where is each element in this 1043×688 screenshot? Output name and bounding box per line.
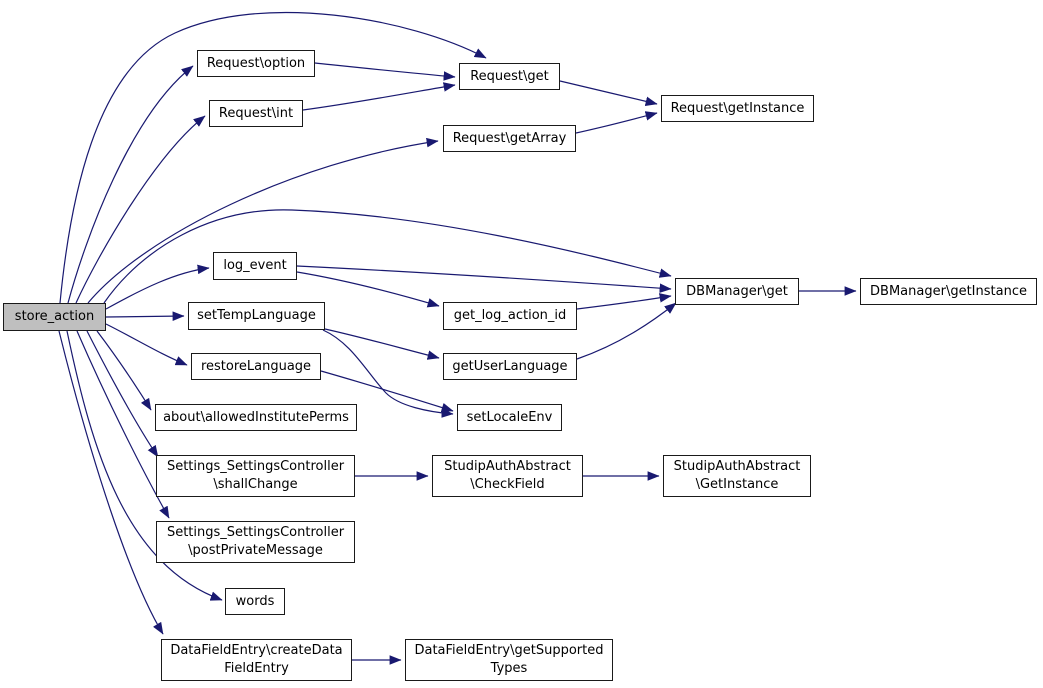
node-label: DBManager\getInstance: [870, 283, 1027, 299]
edge-request_get-request_getinstance: [559, 80, 658, 106]
node-label: StudipAuthAbstract \GetInstance: [673, 459, 801, 492]
node-studipauth-checkfield[interactable]: StudipAuthAbstract \CheckField: [432, 455, 583, 497]
node-studipauth-getinstance[interactable]: StudipAuthAbstract \GetInstance: [663, 455, 811, 497]
edge-store_action-request_getarray: [87, 137, 439, 304]
node-label: restoreLanguage: [200, 358, 312, 374]
node-log-event[interactable]: log_event: [213, 252, 297, 280]
edge-getuserlanguage-dbmanager_get: [576, 302, 677, 360]
node-label: about\allowedInstitutePerms: [163, 409, 349, 425]
node-request-int[interactable]: Request\int: [209, 100, 303, 127]
edge-store_action-log_event: [105, 264, 210, 310]
node-label: get_log_action_id: [453, 308, 567, 324]
edge-store_action-about_allowedinstituteperms: [96, 330, 152, 411]
node-request-getarray[interactable]: Request\getArray: [443, 125, 576, 152]
edge-store_action-settemplanguage: [105, 311, 185, 321]
node-label: store_action: [14, 309, 95, 325]
node-request-get[interactable]: Request\get: [459, 63, 560, 90]
node-label: DBManager\get: [686, 283, 788, 299]
node-label: words: [235, 593, 275, 609]
node-setlocaleenv[interactable]: setLocaleEnv: [457, 404, 562, 431]
node-request-option[interactable]: Request\option: [197, 50, 315, 77]
node-label: Request\get: [470, 68, 549, 84]
node-label: Settings_SettingsController \shallChange: [166, 459, 345, 492]
node-label: Request\getInstance: [670, 100, 805, 116]
node-label: DataFieldEntry\createData FieldEntry: [170, 643, 343, 676]
edge-store_action-dbmanager_get: [103, 209, 672, 304]
node-settings-postprivatemessage[interactable]: Settings_SettingsController \postPrivate…: [156, 521, 355, 563]
edge-settemplanguage-getuserlanguage: [324, 328, 440, 360]
edge-request_int-request_get: [302, 82, 456, 111]
edge-restorelanguage-setlocaleenv: [320, 370, 454, 413]
node-label: Settings_SettingsController \postPrivate…: [166, 525, 345, 558]
node-label: log_event: [223, 258, 287, 274]
node-words[interactable]: words: [225, 588, 285, 615]
node-label: setTempLanguage: [197, 308, 316, 324]
edge-store_action-words: [66, 330, 223, 601]
node-getuserlanguage[interactable]: getUserLanguage: [443, 353, 577, 380]
node-label: Request\getArray: [452, 130, 567, 146]
edge-get_log_action_id-dbmanager_get: [576, 293, 672, 310]
node-label: Request\option: [206, 55, 306, 71]
node-label: setLocaleEnv: [466, 409, 553, 425]
node-settemplanguage[interactable]: setTempLanguage: [188, 302, 325, 330]
node-request-getinstance[interactable]: Request\getInstance: [661, 95, 814, 122]
edge-store_action-request_option: [67, 65, 194, 304]
node-dbmanager-get[interactable]: DBManager\get: [675, 278, 799, 305]
edge-settemplanguage-setlocaleenv: [322, 329, 454, 418]
edge-store_action-request_int: [75, 115, 206, 304]
edge-store_action-restorelanguage: [105, 323, 188, 366]
node-get-log-action-id[interactable]: get_log_action_id: [443, 302, 577, 330]
edge-request_getarray-request_getinstance: [575, 111, 658, 134]
node-restorelanguage[interactable]: restoreLanguage: [191, 353, 321, 380]
node-about-allowedinstituteperms[interactable]: about\allowedInstitutePerms: [155, 404, 357, 431]
node-label: StudipAuthAbstract \CheckField: [444, 459, 571, 492]
edge-request_option-request_get: [314, 62, 456, 81]
edge-store_action-settings_shallchange: [86, 330, 159, 458]
node-store-action[interactable]: store_action: [3, 303, 106, 331]
node-datafieldentry-createdatafieldentry[interactable]: DataFieldEntry\createData FieldEntry: [161, 639, 352, 681]
edge-store_action-request_get: [59, 11, 487, 304]
node-dbmanager-getinstance[interactable]: DBManager\getInstance: [860, 278, 1037, 305]
edge-store_action-datafieldentry_createdatafieldentry: [58, 330, 164, 635]
node-label: getUserLanguage: [452, 358, 568, 374]
node-label: Request\int: [218, 105, 294, 121]
node-settings-shallchange[interactable]: Settings_SettingsController \shallChange: [156, 455, 355, 497]
node-datafieldentry-getsupportedtypes[interactable]: DataFieldEntry\getSupported Types: [405, 639, 613, 681]
edge-log_event-dbmanager_get: [296, 265, 672, 293]
node-label: DataFieldEntry\getSupported Types: [414, 643, 604, 676]
edge-store_action-settings_postprivatemessage: [76, 330, 170, 519]
edge-log_event-get_log_action_id: [296, 271, 440, 308]
